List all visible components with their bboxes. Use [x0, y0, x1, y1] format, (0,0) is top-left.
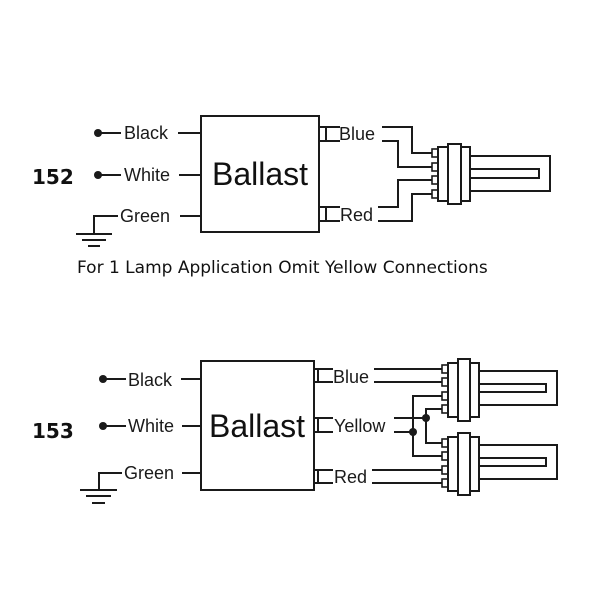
lamp-tube [479, 444, 558, 480]
model-number: 153 [32, 419, 74, 443]
ground-icon [76, 233, 112, 247]
lamp-tube [470, 168, 540, 179]
wire-label-red: Red [340, 205, 373, 225]
ballast-box [200, 115, 320, 233]
lamp [431, 143, 551, 205]
wire [93, 215, 118, 234]
model-number: 152 [32, 165, 74, 189]
wire-label-white: White [124, 165, 170, 185]
wire [378, 193, 432, 222]
lamp-base [460, 146, 471, 202]
wire [98, 472, 122, 490]
junction-dot [422, 414, 430, 422]
wire-label-white: White [128, 416, 174, 436]
lamp-base [469, 362, 480, 418]
diagram-152: 152 Black White Green Ballast Blue [32, 115, 551, 247]
wire [425, 408, 442, 444]
wire-label-green: Green [120, 206, 170, 226]
diagram-153: 153 Black White Green Ballast Blue [32, 358, 558, 504]
lamp-base [447, 143, 462, 205]
lamp-tube [479, 370, 558, 406]
ballast-box [200, 360, 315, 491]
junction-dot [409, 428, 417, 436]
wire [382, 140, 432, 168]
wire-label-black: Black [124, 123, 169, 143]
wire-label-blue: Blue [333, 367, 369, 387]
ground-icon [80, 489, 117, 504]
lamp-base [469, 436, 480, 492]
lamp [441, 358, 558, 422]
ballast-label: Ballast [209, 408, 305, 444]
wire [382, 126, 432, 154]
wire-label-green: Green [124, 463, 174, 483]
lamp-base [457, 432, 471, 496]
lamp-base [447, 362, 459, 418]
lamp-base [447, 436, 459, 492]
ballast-label: Ballast [212, 156, 308, 192]
wire-label-red: Red [334, 467, 367, 487]
wire-label-yellow: Yellow [334, 416, 386, 436]
wire-label-black: Black [128, 370, 173, 390]
lamp-tube [479, 383, 547, 393]
lamp-base [457, 358, 471, 422]
wire [378, 179, 432, 208]
application-note: For 1 Lamp Application Omit Yellow Conne… [77, 258, 488, 278]
lamp-tube [479, 457, 547, 467]
lamp-tube [470, 155, 551, 192]
lamp [441, 432, 558, 496]
wire-label-blue: Blue [339, 124, 375, 144]
lamp-base [437, 146, 449, 202]
wire [412, 395, 442, 457]
